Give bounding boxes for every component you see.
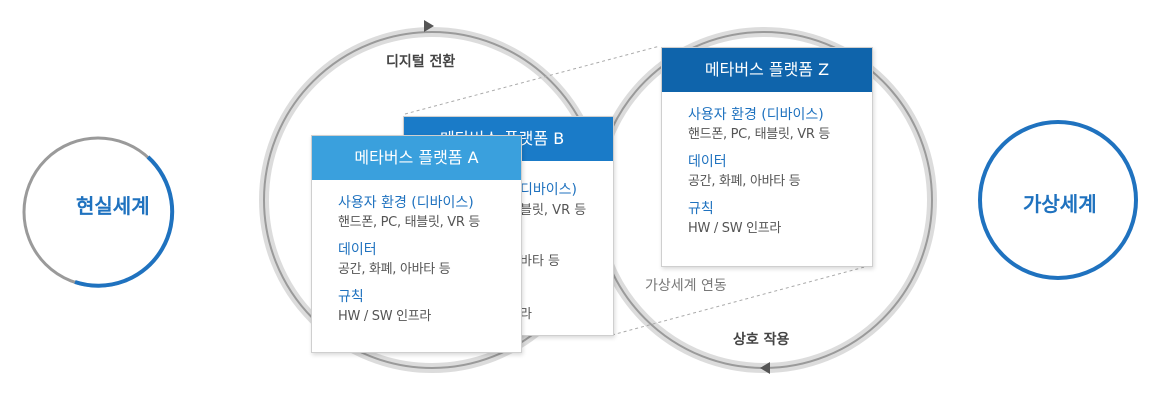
platform-a-header: 메타버스 플랫폼 A [312, 136, 521, 180]
virtual-world-label: 가상세계 [1023, 192, 1097, 216]
platform-a-section-1-title: 사용자 환경 (디바이스) [338, 195, 474, 211]
platform-a-body: 사용자 환경 (디바이스) 핸드폰, PC, 태블릿, VR 등 데이터 공간,… [312, 180, 521, 326]
platform-b-partial-4: 라 [520, 307, 532, 322]
platform-z-section-3-desc: HW / SW 인프라 [688, 221, 782, 236]
platform-z-section-2-desc: 공간, 화폐, 아바타 등 [688, 174, 801, 189]
platform-z-section-2-title: 데이터 [688, 154, 727, 170]
platform-a-section-2-title: 데이터 [338, 242, 377, 258]
platform-z-section-1-title: 사용자 환경 (디바이스) [688, 107, 824, 123]
digital-transition-label: 디지털 전환 [386, 54, 456, 70]
platform-z-card: 메타버스 플랫폼 Z 사용자 환경 (디바이스) 핸드폰, PC, 태블릿, V… [661, 47, 873, 267]
platform-a-section-2-desc: 공간, 화폐, 아바타 등 [338, 262, 451, 277]
platform-a-section-1-desc: 핸드폰, PC, 태블릿, VR 등 [338, 215, 481, 230]
real-world-accent-arc [74, 155, 175, 288]
interaction-label: 상호 작용 [733, 332, 790, 348]
virtual-link-label: 가상세계 연동 [645, 278, 727, 294]
virtual-world-circle [978, 120, 1138, 280]
dashed-line-top [404, 45, 661, 115]
platform-a-section-3-desc: HW / SW 인프라 [338, 309, 432, 324]
platform-z-section-1-desc: 핸드폰, PC, 태블릿, VR 등 [688, 127, 831, 142]
platform-a-card: 메타버스 플랫폼 A 사용자 환경 (디바이스) 핸드폰, PC, 태블릿, V… [311, 135, 522, 353]
platform-b-partial-1: 디바이스) [520, 182, 577, 198]
platform-z-header: 메타버스 플랫폼 Z [662, 48, 872, 92]
interaction-ring-arrow-icon [760, 362, 770, 374]
platform-a-section-3-title: 규칙 [338, 289, 364, 305]
platform-z-body: 사용자 환경 (디바이스) 핸드폰, PC, 태블릿, VR 등 데이터 공간,… [662, 92, 872, 238]
platform-z-section-3-title: 규칙 [688, 201, 714, 217]
platform-b-partial-2: 블릿, VR 등 [520, 203, 587, 218]
platform-b-partial-3: 바타 등 [520, 254, 561, 269]
dashed-line-bottom [611, 264, 873, 336]
digital-ring-arrow-icon [424, 20, 434, 32]
real-world-label: 현실세계 [76, 194, 150, 218]
